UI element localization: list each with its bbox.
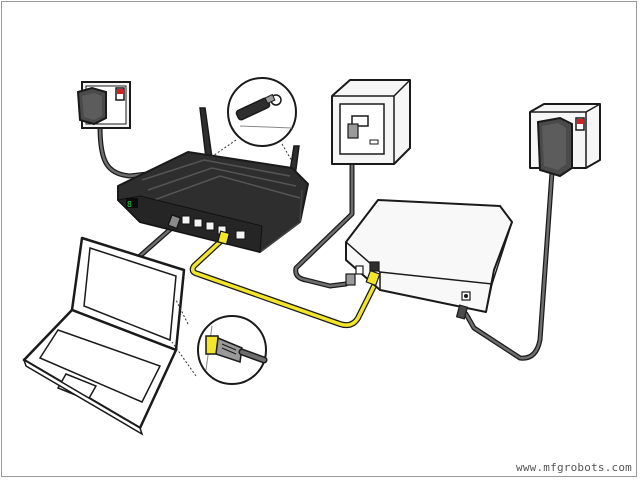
router-port <box>235 230 246 240</box>
wifi-router-icon: 8 <box>116 107 309 253</box>
laptop-icon <box>22 236 186 436</box>
magnified-plug-icon <box>209 77 297 169</box>
modem-icon <box>345 199 513 320</box>
modem-ethernet-port <box>369 261 380 272</box>
router-port <box>193 218 203 228</box>
phone-wall-socket-icon <box>331 79 411 165</box>
modem-phone-port <box>355 265 364 275</box>
led-display <box>126 198 138 208</box>
router-port <box>181 215 191 225</box>
watermark-text: www.mfgrobots.com <box>516 461 632 474</box>
magnified-ethernet-connector-icon <box>171 299 268 385</box>
power-adapter-icon <box>529 103 601 178</box>
led-digits: 8 <box>127 200 132 209</box>
power-adapter-icon <box>76 81 131 129</box>
router-port <box>205 221 215 231</box>
